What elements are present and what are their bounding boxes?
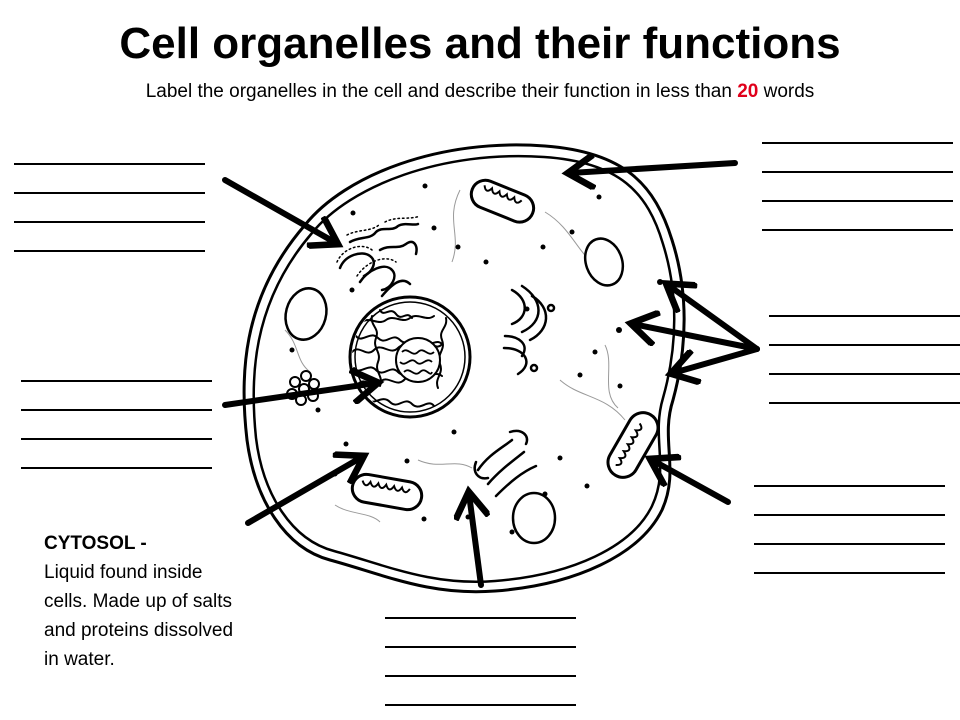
arrow-to-smooth-er xyxy=(469,494,481,588)
answer-line[interactable] xyxy=(21,409,212,411)
answer-line[interactable] xyxy=(385,617,576,619)
cell-membrane xyxy=(242,143,686,594)
answer-line[interactable] xyxy=(14,221,205,223)
answer-lines-bottom-center[interactable] xyxy=(385,617,576,709)
arrow-to-membrane xyxy=(570,163,738,173)
answer-line[interactable] xyxy=(754,514,945,516)
answer-line[interactable] xyxy=(21,438,212,440)
mitochondrion-bottom xyxy=(350,472,424,512)
answer-line[interactable] xyxy=(21,467,212,469)
cytoskeleton-strands xyxy=(284,189,626,523)
answer-line[interactable] xyxy=(754,572,945,574)
golgi-apparatus xyxy=(502,284,556,376)
lysosome-cluster xyxy=(286,370,320,406)
word-limit: 20 xyxy=(737,81,759,102)
answer-line[interactable] xyxy=(21,380,212,382)
ribosomes xyxy=(289,183,663,535)
answer-line[interactable] xyxy=(14,192,205,194)
answer-line[interactable] xyxy=(385,646,576,648)
answer-line[interactable] xyxy=(754,485,945,487)
mitochondrion-right xyxy=(606,411,660,479)
answer-lines-mid-right[interactable] xyxy=(769,315,960,407)
arrow-to-rough-er xyxy=(222,177,336,243)
arrow-to-ribosome-2 xyxy=(633,324,760,352)
rough-endoplasmic-reticulum xyxy=(336,215,421,298)
cytosol-description: Liquid found inside cells. Made up of sa… xyxy=(44,562,234,670)
nucleus xyxy=(348,295,472,419)
answer-line[interactable] xyxy=(762,229,953,231)
instructions-suffix: words xyxy=(758,81,815,102)
answer-line[interactable] xyxy=(14,250,205,252)
answer-line[interactable] xyxy=(769,402,960,404)
instructions: Label the organelles in the cell and des… xyxy=(0,80,960,104)
vacuole-top-right xyxy=(583,237,625,287)
answer-line[interactable] xyxy=(762,200,953,202)
mitochondrion-top xyxy=(469,178,536,224)
vacuole-bottom xyxy=(511,491,557,545)
arrow-to-cytoplasm xyxy=(245,457,362,526)
answer-line[interactable] xyxy=(14,163,205,165)
answer-lines-top-left[interactable] xyxy=(14,163,205,255)
answer-lines-top-right[interactable] xyxy=(762,142,953,234)
answer-lines-mid-left[interactable] xyxy=(21,380,212,472)
answer-line[interactable] xyxy=(762,171,953,173)
arrow-to-ribosome-1 xyxy=(668,285,760,352)
cytosol-title: CYTOSOL - xyxy=(44,533,147,554)
answer-line[interactable] xyxy=(754,543,945,545)
pointer-arrows xyxy=(222,163,760,588)
arrow-to-ribosome-3 xyxy=(673,346,760,373)
answer-line[interactable] xyxy=(762,142,953,144)
arrow-to-nucleus xyxy=(222,383,376,408)
answer-line[interactable] xyxy=(769,373,960,375)
arrow-to-mitochondrion xyxy=(652,460,731,505)
answer-line[interactable] xyxy=(385,704,576,706)
answer-line[interactable] xyxy=(769,315,960,317)
nucleolus xyxy=(395,337,441,383)
smooth-endoplasmic-reticulum xyxy=(473,429,538,498)
page-title: Cell organelles and their functions xyxy=(119,19,841,68)
vacuole-left xyxy=(284,287,328,341)
instructions-text: Label the organelles in the cell and des… xyxy=(145,81,738,102)
answer-line[interactable] xyxy=(385,675,576,677)
answer-line[interactable] xyxy=(769,344,960,346)
answer-lines-bottom-right[interactable] xyxy=(754,485,945,577)
cytosol-note: CYTOSOL - Liquid found inside cells. Mad… xyxy=(44,529,244,674)
